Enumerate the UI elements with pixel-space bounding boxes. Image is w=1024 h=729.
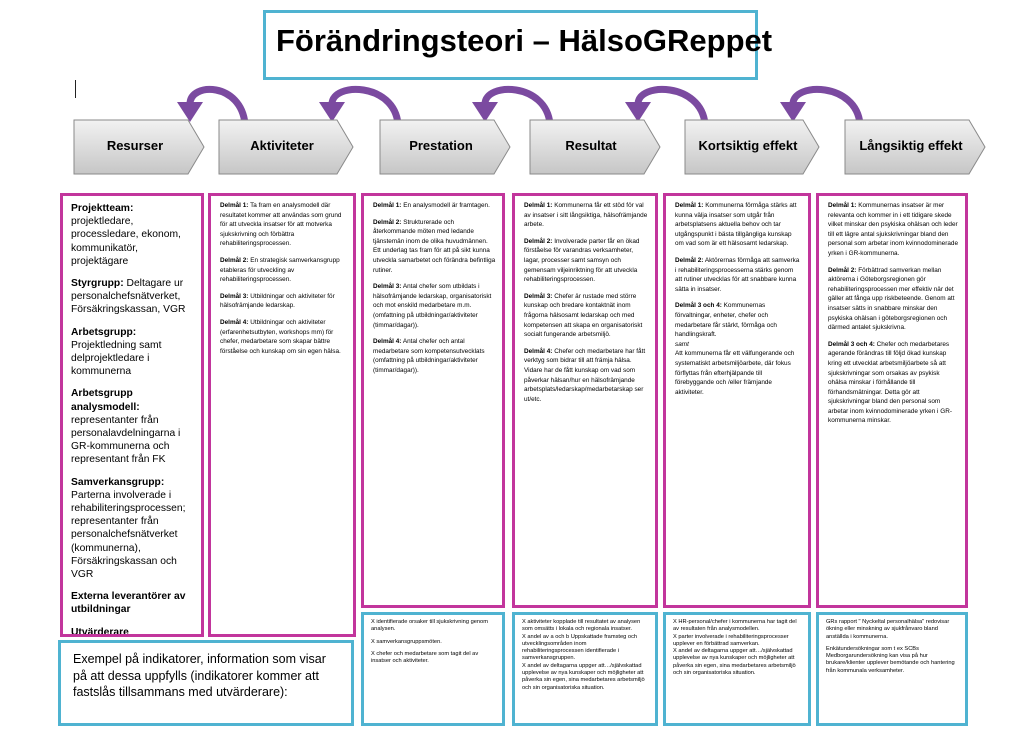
output-item: Delmål 1: En analysmodell är framtagen.: [373, 202, 490, 209]
loop-arrowhead-4: [625, 102, 651, 122]
loop-arrow-3: [481, 85, 554, 125]
long-term-item: Delmål 2: Förbättrad samverkan mellan ak…: [828, 266, 955, 332]
result-item: Delmål 4: Chefer och medarbetare har fåt…: [524, 347, 646, 403]
loop-arrowhead-5: [780, 102, 806, 122]
activity-item: Delmål 3: Utbildningar och aktiviteter f…: [220, 292, 335, 310]
stage-arrow-2: [218, 119, 354, 175]
short-term-item: Delmål 3 och 4: Kommunernas förvaltninga…: [675, 302, 795, 396]
feedback-loop-arrows: [177, 85, 864, 125]
loop-arrowhead-1: [177, 102, 203, 122]
resource-item: Arbetsgrupp: Projektledning samt delproj…: [71, 326, 162, 378]
long-term-indicator: GRs rapport " Nyckeltal personalhälsa" r…: [826, 619, 950, 640]
long-term-indicator: Enkätundersökningar som t ex SCBs Medbor…: [826, 645, 955, 674]
page-title: Förändringsteori – HälsoGReppet: [276, 23, 773, 58]
resource-item: Projektteam: projektledare, processledar…: [71, 203, 181, 267]
long-term-item: Delmål 3 och 4: Chefer och medarbetares …: [828, 340, 952, 425]
loop-arrowhead-2: [319, 102, 345, 122]
resource-item: Utvärderare: [71, 626, 129, 637]
loop-arrow-5: [789, 85, 864, 125]
loop-arrow-4: [634, 85, 709, 125]
title-box: Förändringsteori – HälsoGReppet: [263, 10, 772, 80]
stage-label-3: Prestation: [409, 138, 473, 153]
results-box: Delmål 1: Kommunerna får ett stöd för va…: [512, 193, 658, 608]
loop-arrowhead-3: [472, 102, 498, 122]
result-item: Delmål 1: Kommunerna får ett stöd för va…: [524, 202, 648, 229]
activities-box: Delmål 1: Ta fram en analysmodell där re…: [208, 193, 356, 637]
resource-item: Samverkansgrupp: Parterna involverade i …: [71, 476, 186, 581]
resource-item: Styrgrupp: Deltagare ur personalchefsnät…: [71, 278, 186, 316]
output-item: Delmål 2: Strukturerade och återkommande…: [373, 218, 496, 274]
activity-item: Delmål 4: Utbildningar och aktiviteter (…: [220, 318, 341, 355]
stage-arrow-3: [379, 119, 511, 175]
loop-arrow-1: [186, 86, 249, 125]
stage-arrow-5: [684, 119, 820, 175]
long-term-item: Delmål 1: Kommunernas insatser är mer re…: [828, 202, 959, 257]
loop-arrow-2: [328, 85, 402, 125]
indicator-intro-box: Exempel på indikatorer, information som …: [58, 640, 354, 726]
long-term-indicators-box: GRs rapport " Nyckeltal personalhälsa" r…: [816, 612, 968, 726]
stage-label-2: Aktiviteter: [250, 138, 314, 153]
short-term-indicators-box: X HR-personal/chefer i kommunerna har ta…: [663, 612, 811, 726]
stage-label-1: Resurser: [106, 138, 164, 153]
stage-arrows: [73, 119, 986, 175]
output-indicator: X chefer och medarbetare som tagit del a…: [371, 650, 479, 665]
activity-item: Delmål 2: En strategisk samverkansgrupp …: [220, 256, 340, 284]
stage-label-6: Långsiktig effekt: [859, 138, 963, 153]
output-indicators-box: X identifierade orsaker till sjukskrivni…: [361, 612, 505, 726]
output-indicator: X identifierade orsaker till sjukskrivni…: [371, 619, 488, 633]
result-indicators-text: X aktiviteter kopplade till resultatet a…: [522, 619, 645, 691]
short-term-item: Delmål 1: Kommunerna förmåga stärks att …: [675, 202, 797, 248]
long-term-box: Delmål 1: Kommunernas insatser är mer re…: [816, 193, 968, 608]
output-item: Delmål 4: Antal chefer och antal medarbe…: [373, 338, 485, 374]
text-cursor: [75, 80, 76, 98]
stage-label-4: Resultat: [565, 138, 617, 153]
stage-label-5: Kortsiktig effekt: [698, 138, 798, 153]
short-term-item: Delmål 2: Aktörernas förmåga att samverk…: [675, 256, 800, 293]
resource-item: Externa leverantörer av utbildningar: [71, 591, 186, 616]
outputs-box: Delmål 1: En analysmodell är framtagen. D…: [361, 193, 505, 608]
resource-item: Arbetsgrupp analysmodell: representanter…: [71, 388, 181, 466]
short-term-box: Delmål 1: Kommunerna förmåga stärks att …: [663, 193, 811, 608]
indicator-intro-text: Exempel på indikatorer, information som …: [73, 652, 326, 699]
result-item: Delmål 3: Chefer är rustade med större k…: [524, 292, 643, 339]
stage-arrow-1: [73, 119, 205, 175]
stage-arrow-4: [529, 119, 661, 175]
resources-box: Projektteam: projektledare, processledar…: [60, 193, 204, 637]
output-item: Delmål 3: Antal chefer som utbildats i h…: [373, 283, 492, 329]
short-term-indicators-text: X HR-personal/chefer i kommunerna har ta…: [673, 619, 797, 677]
result-indicators-box: X aktiviteter kopplade till resultatet a…: [512, 612, 658, 726]
output-indicator: X samverkansgruppsmöten.: [371, 638, 442, 645]
stage-arrow-6: [844, 119, 986, 175]
result-item: Delmål 2: Involverade parter får en ökad…: [524, 237, 640, 284]
activity-item: Delmål 1: Ta fram en analysmodell där re…: [220, 202, 342, 248]
